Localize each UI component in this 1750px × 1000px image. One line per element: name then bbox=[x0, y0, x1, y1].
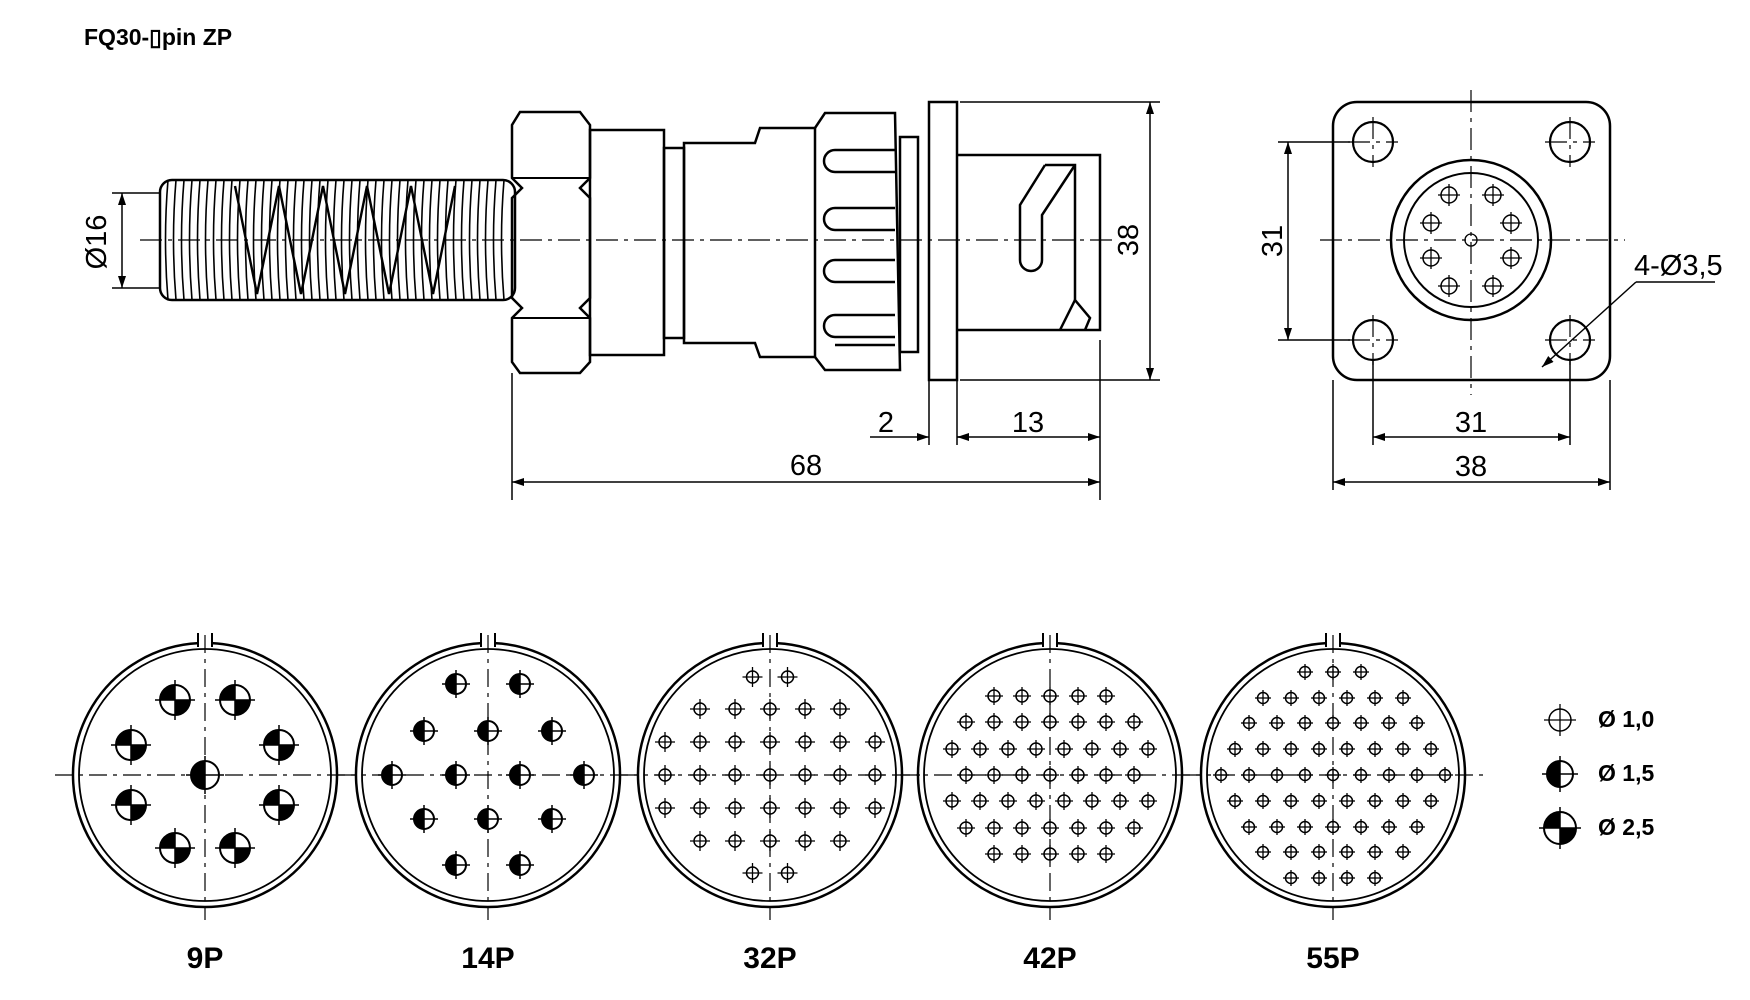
layout-label-42p: 42P bbox=[1023, 942, 1076, 975]
legend-label-1-0: Ø 1,0 bbox=[1598, 706, 1654, 732]
layout-label-9p: 9P bbox=[187, 942, 224, 975]
dim-height: 38 bbox=[1113, 224, 1145, 256]
dim-mount-holes: 4-Ø3,5 bbox=[1634, 250, 1723, 282]
layout-label-32p: 32P bbox=[743, 942, 796, 975]
dim-mount-width: 31 bbox=[1455, 407, 1487, 439]
layout-label-14p: 14P bbox=[461, 942, 514, 975]
dim-flange-thickness: 2 bbox=[878, 407, 894, 439]
layout-9p bbox=[55, 633, 355, 920]
side-view-dimensions bbox=[112, 101, 1160, 500]
dim-total-length: 68 bbox=[790, 450, 822, 482]
layout-42p bbox=[900, 633, 1200, 920]
layout-label-55p: 55P bbox=[1306, 942, 1359, 975]
legend-label-1-5: Ø 1,5 bbox=[1598, 760, 1654, 786]
front-view-dimensions bbox=[1278, 141, 1715, 490]
connector-body bbox=[682, 126, 817, 359]
legend-label-2-5: Ø 2,5 bbox=[1598, 814, 1654, 840]
hex-nut bbox=[510, 110, 592, 375]
dim-mount-height: 31 bbox=[1257, 225, 1289, 257]
layout-32p bbox=[620, 633, 920, 920]
layout-14p bbox=[338, 633, 638, 920]
front-view bbox=[1320, 90, 1625, 395]
flange bbox=[927, 100, 959, 382]
collar bbox=[588, 128, 666, 357]
drawing-title: FQ30-▯pin ZP bbox=[84, 24, 233, 50]
legend bbox=[1539, 704, 1581, 849]
side-view bbox=[140, 100, 1115, 382]
grip-ribs bbox=[813, 111, 902, 372]
pin-layouts bbox=[55, 633, 1483, 920]
dim-flange-width: 38 bbox=[1455, 451, 1487, 483]
front-receptacle bbox=[957, 153, 1102, 332]
front-pins bbox=[1420, 184, 1522, 297]
dim-cable-diameter: Ø16 bbox=[81, 215, 113, 270]
dim-front-length: 13 bbox=[1012, 407, 1044, 439]
layout-55p bbox=[1183, 633, 1483, 920]
